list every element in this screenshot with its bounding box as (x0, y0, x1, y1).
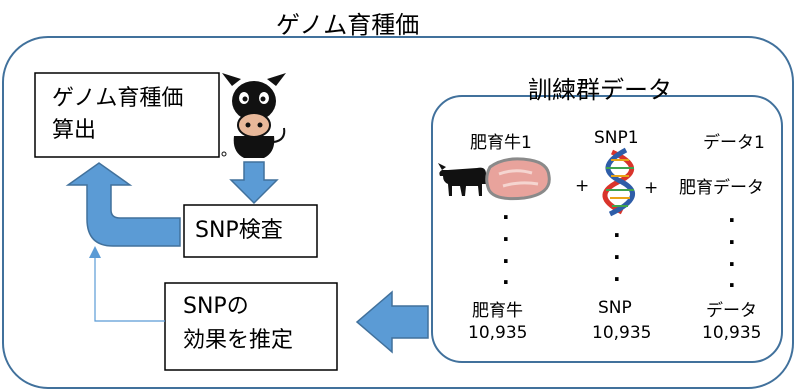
cow-icon (221, 73, 286, 158)
curved-up-arrow (65, 162, 181, 247)
dot-c1-2: . (502, 222, 510, 246)
dot-c3-4: . (728, 268, 736, 292)
dot-c2-2: . (613, 240, 621, 264)
estimate-line2: 効果を推定 (183, 328, 294, 353)
calc-box-line1: ゲノム育種価 (52, 86, 184, 111)
thin-connector-arrowhead (89, 246, 101, 258)
snp-test-label: SNP検査 (195, 218, 283, 243)
dot-c1-4: . (502, 265, 510, 289)
dot-c2-1: . (613, 218, 621, 242)
estimate-line1: SNPの (183, 294, 249, 319)
dot-c1-3: . (502, 244, 510, 268)
snp-test-box (183, 204, 318, 258)
diagram-title: ゲノム育種価 (276, 11, 420, 39)
footer-snp-count: 10,935 (592, 323, 652, 343)
footer-data-count: 10,935 (702, 323, 762, 343)
training-data-title: 訓練群データ (528, 76, 672, 104)
cow-silhouette-icon (438, 163, 486, 196)
left-arrow (355, 290, 429, 354)
dot-c2-3: . (613, 262, 621, 286)
dot-c3-3: . (728, 247, 736, 271)
dot-c1-1: . (502, 200, 510, 224)
calc-box-line2: 算出 (52, 118, 97, 143)
dna-icon (602, 147, 635, 217)
header-data: データ1 (703, 133, 765, 153)
footer-cattle-label: 肥育牛 (472, 301, 523, 321)
plus-sign-2: + (644, 178, 659, 198)
estimate-box (164, 282, 338, 371)
footer-snp-label: SNP (598, 298, 632, 318)
dot-c3-1: . (728, 203, 736, 227)
footer-data-label: データ (706, 301, 757, 321)
header-cattle: 肥育牛1 (470, 133, 532, 153)
header-snp: SNP1 (594, 128, 639, 148)
footer-cattle-count: 10,935 (468, 323, 528, 343)
plus-sign-1: + (575, 176, 590, 196)
meat-icon (485, 157, 551, 201)
down-arrow (229, 161, 279, 205)
calc-box (34, 72, 220, 158)
fattening-data-label: 肥育データ (679, 178, 764, 198)
dot-c3-2: . (728, 225, 736, 249)
thin-connector-line (94, 255, 165, 322)
